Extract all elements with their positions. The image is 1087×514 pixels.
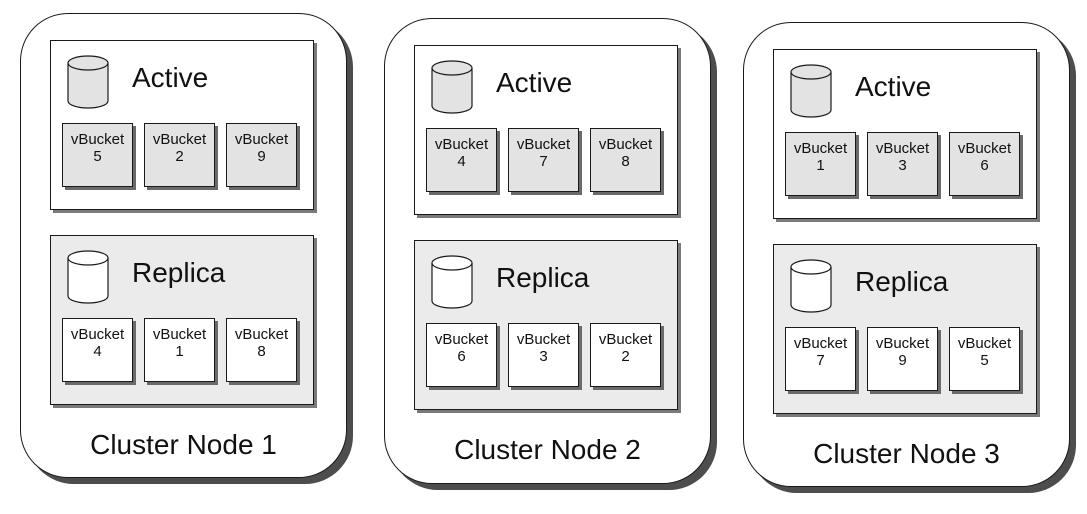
cluster-node-label: Cluster Node 1	[90, 429, 277, 460]
database-icon	[431, 60, 473, 114]
vbucket-label: vBucket	[434, 331, 489, 348]
replica-title: Replica	[855, 266, 949, 297]
vbucket-label: vBucket	[957, 335, 1012, 352]
active-title: Active	[132, 62, 209, 93]
vbucket-label: vBucket	[793, 140, 848, 157]
vbucket-number: 1	[175, 343, 184, 360]
vbucket-label: vBucket	[516, 136, 571, 153]
vbucket-number: 9	[257, 148, 266, 165]
vbucket-number: 6	[457, 348, 466, 365]
vbucket-number: 3	[539, 348, 548, 365]
database-icon	[67, 250, 109, 304]
vbucket-number: 3	[898, 157, 907, 174]
replica-title: Replica	[132, 257, 226, 288]
vbucket-number: 6	[980, 157, 989, 174]
active-title: Active	[855, 71, 932, 102]
vbucket-label: vBucket	[70, 326, 125, 343]
vbucket-label: vBucket	[793, 335, 848, 352]
vbucket-number: 5	[93, 148, 102, 165]
vbucket-label: vBucket	[598, 136, 653, 153]
database-icon	[790, 64, 832, 118]
vbucket-label: vBucket	[875, 335, 930, 352]
vbucket-number: 2	[621, 348, 630, 365]
cluster-node-label: Cluster Node 2	[454, 434, 641, 465]
vbucket-number: 4	[93, 343, 102, 360]
vbucket-number: 7	[539, 153, 548, 170]
vbucket-number: 1	[816, 157, 825, 174]
vbucket-number: 7	[816, 352, 825, 369]
vbucket-label: vBucket	[434, 136, 489, 153]
vbucket-label: vBucket	[152, 131, 207, 148]
vbucket-number: 8	[257, 343, 266, 360]
database-icon	[67, 55, 109, 109]
vbucket-number: 8	[621, 153, 630, 170]
vbucket-label: vBucket	[957, 140, 1012, 157]
vbucket-label: vBucket	[234, 326, 289, 343]
active-title: Active	[496, 67, 573, 98]
vbucket-label: vBucket	[234, 131, 289, 148]
database-icon	[790, 259, 832, 313]
cluster-node-label: Cluster Node 3	[813, 438, 1000, 469]
vbucket-label: vBucket	[152, 326, 207, 343]
vbucket-label: vBucket	[70, 131, 125, 148]
vbucket-number: 5	[980, 352, 989, 369]
vbucket-number: 4	[457, 153, 466, 170]
vbucket-number: 2	[175, 148, 184, 165]
vbucket-label: vBucket	[516, 331, 571, 348]
database-icon	[431, 255, 473, 309]
replica-title: Replica	[496, 262, 590, 293]
vbucket-label: vBucket	[875, 140, 930, 157]
vbucket-number: 9	[898, 352, 907, 369]
vbucket-label: vBucket	[598, 331, 653, 348]
